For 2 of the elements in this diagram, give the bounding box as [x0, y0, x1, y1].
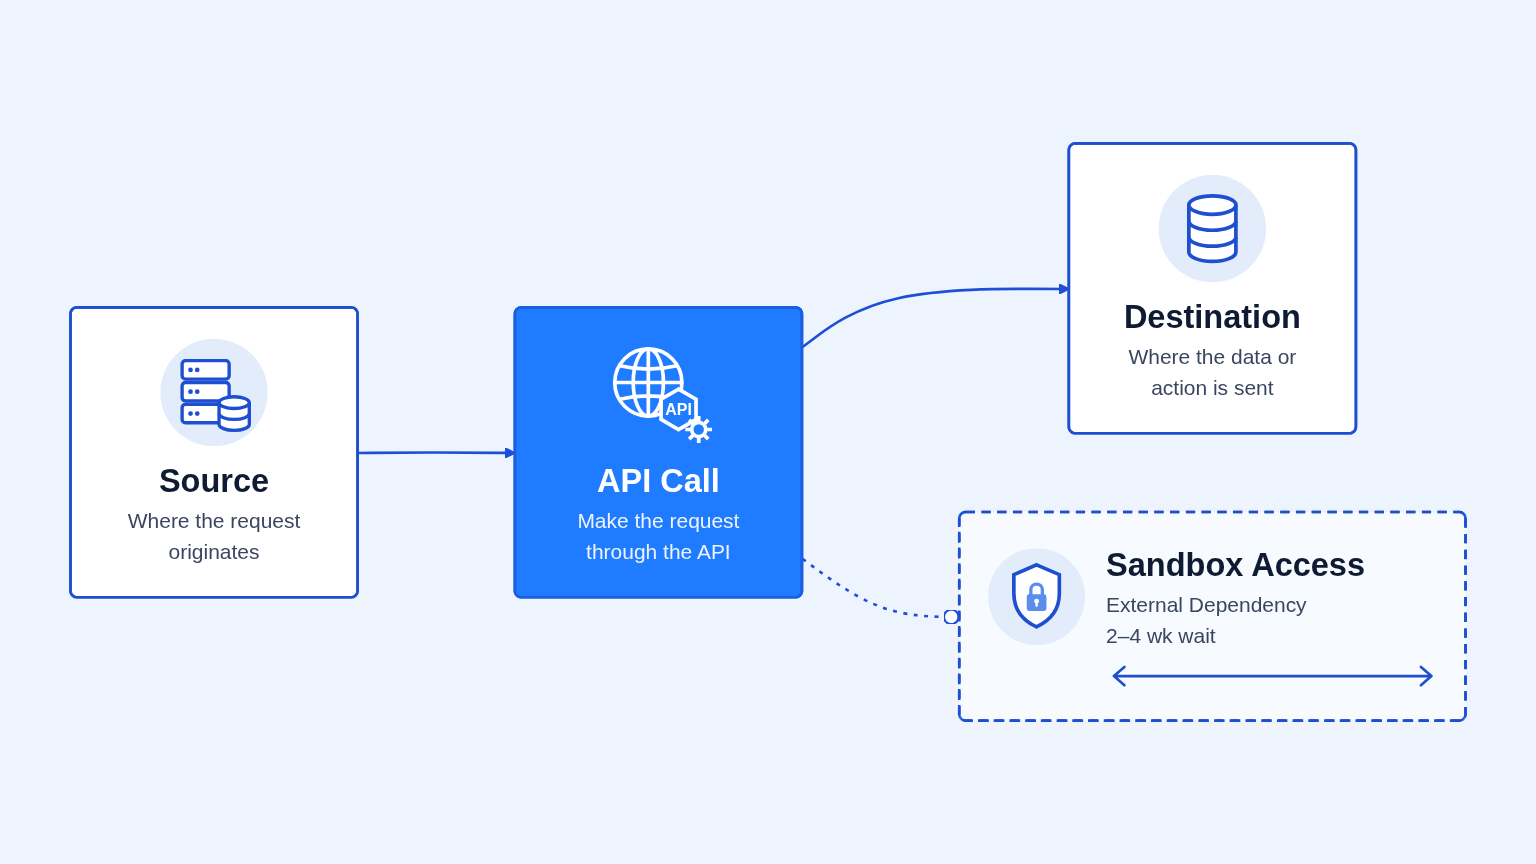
badge-text: API — [665, 400, 692, 418]
connector — [801, 557, 960, 626]
